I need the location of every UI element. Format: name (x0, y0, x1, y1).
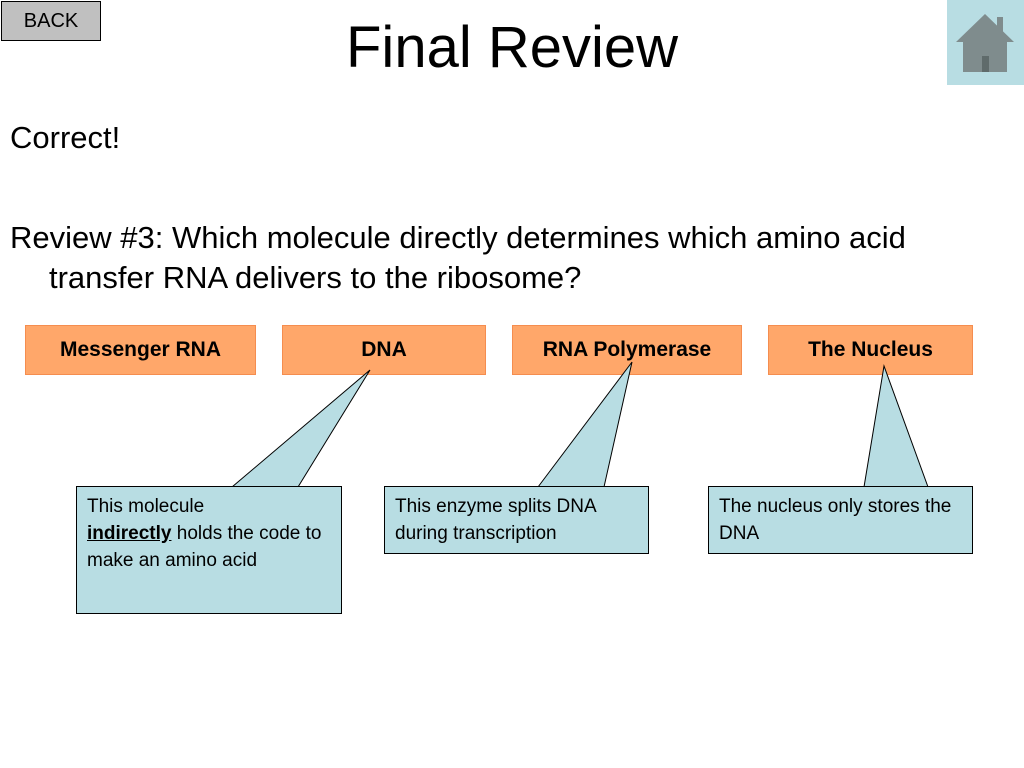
home-button[interactable] (947, 0, 1024, 85)
feedback-text: Correct! (10, 120, 121, 155)
callout-dna-prefix: This molecule (87, 496, 205, 517)
callout-pointer-rna-polymerase (536, 361, 633, 488)
answer-the-nucleus[interactable]: The Nucleus (768, 325, 973, 375)
answer-dna[interactable]: DNA (282, 325, 486, 375)
question-text: Review #3: Which molecule directly deter… (10, 220, 906, 295)
callout-dna-emphasis: indirectly (87, 523, 172, 544)
callout-dna-suffix: holds the code to make an amino acid (87, 523, 322, 571)
callout-pointer-dna (230, 369, 371, 488)
callout-rna-polymerase: This enzyme splits DNA during transcript… (384, 486, 649, 554)
callout-dna: This molecule indirectly holds the code t… (76, 486, 342, 614)
callout-rna-polymerase-text: This enzyme splits DNA during transcript… (395, 496, 596, 544)
house-icon (956, 14, 1014, 72)
callout-nucleus: The nucleus only stores the DNA (708, 486, 973, 554)
answer-rna-polymerase[interactable]: RNA Polymerase (512, 325, 742, 375)
page-title: Final Review (346, 15, 678, 80)
callout-nucleus-text: The nucleus only stores the DNA (719, 496, 952, 544)
answer-messenger-rna[interactable]: Messenger RNA (25, 325, 256, 375)
back-button[interactable]: BACK (1, 1, 101, 41)
callout-pointer-nucleus (863, 364, 929, 488)
